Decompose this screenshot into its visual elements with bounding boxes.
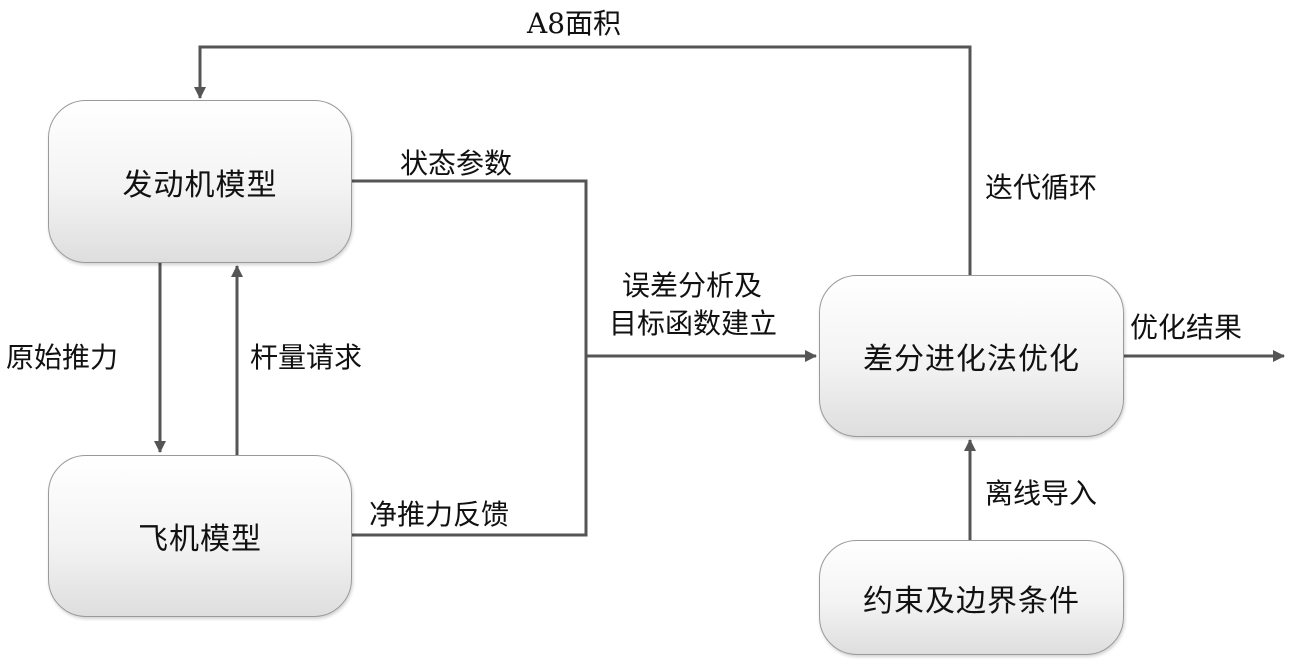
stick-request-label: 杆量请求 (250, 341, 363, 374)
error-analysis-label-line1: 误差分析及 (622, 269, 763, 302)
error-analysis-label-line2: 目标函数建立 (609, 307, 778, 340)
constraints-label: 约束及边界条件 (863, 583, 1080, 619)
iteration-loop-label: 迭代循环 (985, 171, 1098, 204)
a8-feedback-arrow (194, 45, 972, 275)
state-params-line (350, 179, 588, 356)
de-optimization-label: 差分进化法优化 (863, 342, 1080, 377)
engine-model-label: 发动机模型 (122, 167, 278, 203)
aircraft-model-node: 飞机模型 (48, 455, 352, 617)
de-optimization-node: 差分进化法优化 (819, 275, 1124, 437)
engine-model-node: 发动机模型 (48, 100, 352, 263)
a8-area-label: A8面积 (527, 7, 622, 40)
aircraft-model-label: 飞机模型 (138, 522, 262, 557)
net-thrust-line (350, 356, 588, 537)
optimization-result-label: 优化结果 (1130, 311, 1243, 344)
state-params-label: 状态参数 (400, 147, 513, 180)
offline-import-label: 离线导入 (985, 477, 1098, 510)
net-thrust-feedback-label: 净推力反馈 (369, 498, 510, 531)
raw-thrust-label: 原始推力 (6, 341, 119, 374)
constraints-node: 约束及边界条件 (819, 540, 1124, 655)
